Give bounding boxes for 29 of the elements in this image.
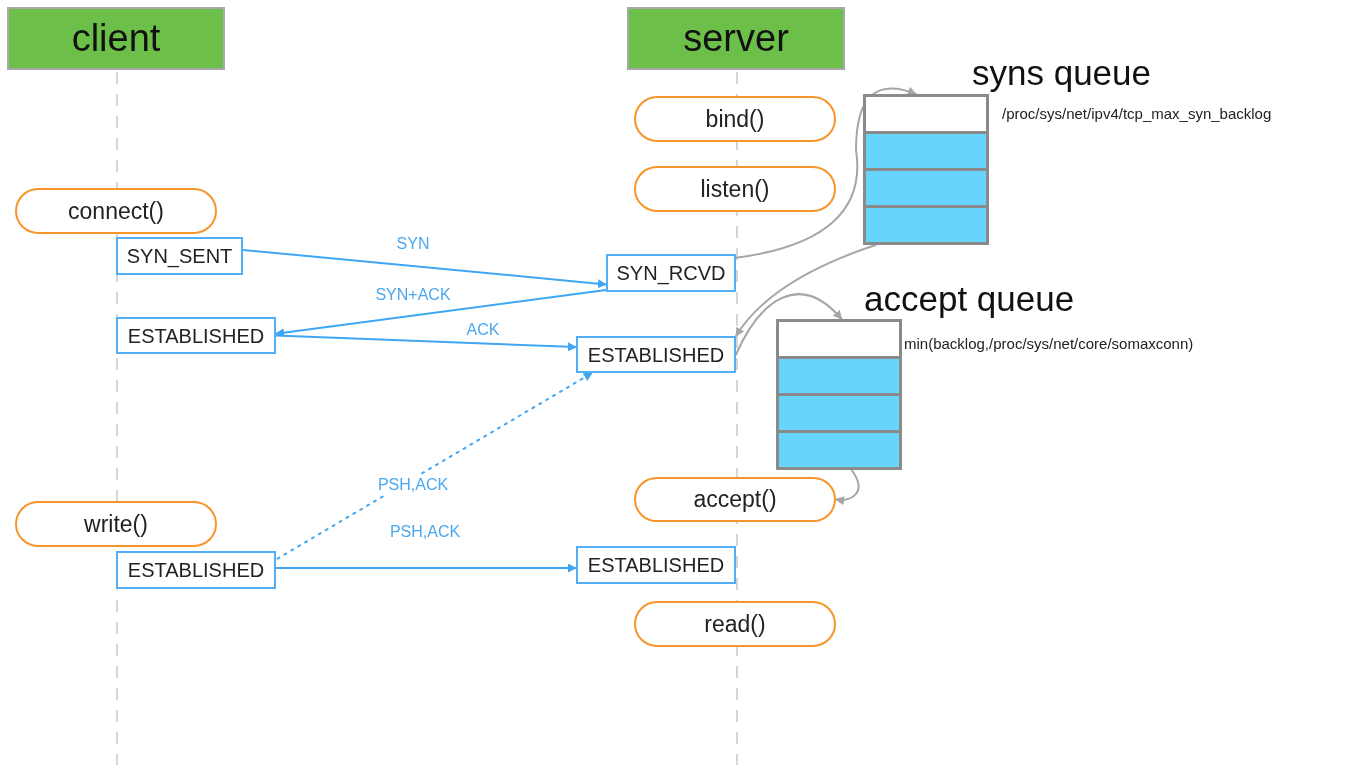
queue-title: syns queue: [972, 52, 1152, 94]
arrow: [835, 469, 860, 505]
queue-limit-note: /proc/sys/net/ipv4/tcp_max_syn_backlog: [1002, 104, 1272, 124]
state-box: SYN_SENT: [116, 237, 243, 275]
call-pill: listen(): [634, 166, 836, 212]
role-header: client: [7, 7, 225, 70]
call-pill: connect(): [15, 188, 217, 234]
arrow: [242, 248, 607, 289]
call-pill: write(): [15, 501, 217, 547]
queue-stack: [863, 94, 989, 245]
queue-stack: [776, 319, 902, 470]
call-pill: read(): [634, 601, 836, 647]
arrow: [276, 372, 593, 560]
call-pill: accept(): [634, 477, 836, 522]
arrow: [735, 244, 877, 337]
state-box: ESTABLISHED: [576, 546, 736, 584]
role-header: server: [627, 7, 845, 70]
arrow: [275, 289, 607, 338]
state-box: SYN_RCVD: [606, 254, 736, 292]
queue-title: accept queue: [864, 278, 1075, 320]
state-box: ESTABLISHED: [576, 336, 736, 373]
state-box: ESTABLISHED: [116, 551, 276, 589]
arrow: [275, 563, 577, 573]
state-box: ESTABLISHED: [116, 317, 276, 354]
queue-limit-note: min(backlog,/proc/sys/net/core/somaxconn): [904, 334, 1194, 354]
arrow: [275, 334, 577, 352]
call-pill: bind(): [634, 96, 836, 142]
arrow: [735, 87, 917, 259]
arrow: [735, 293, 843, 356]
